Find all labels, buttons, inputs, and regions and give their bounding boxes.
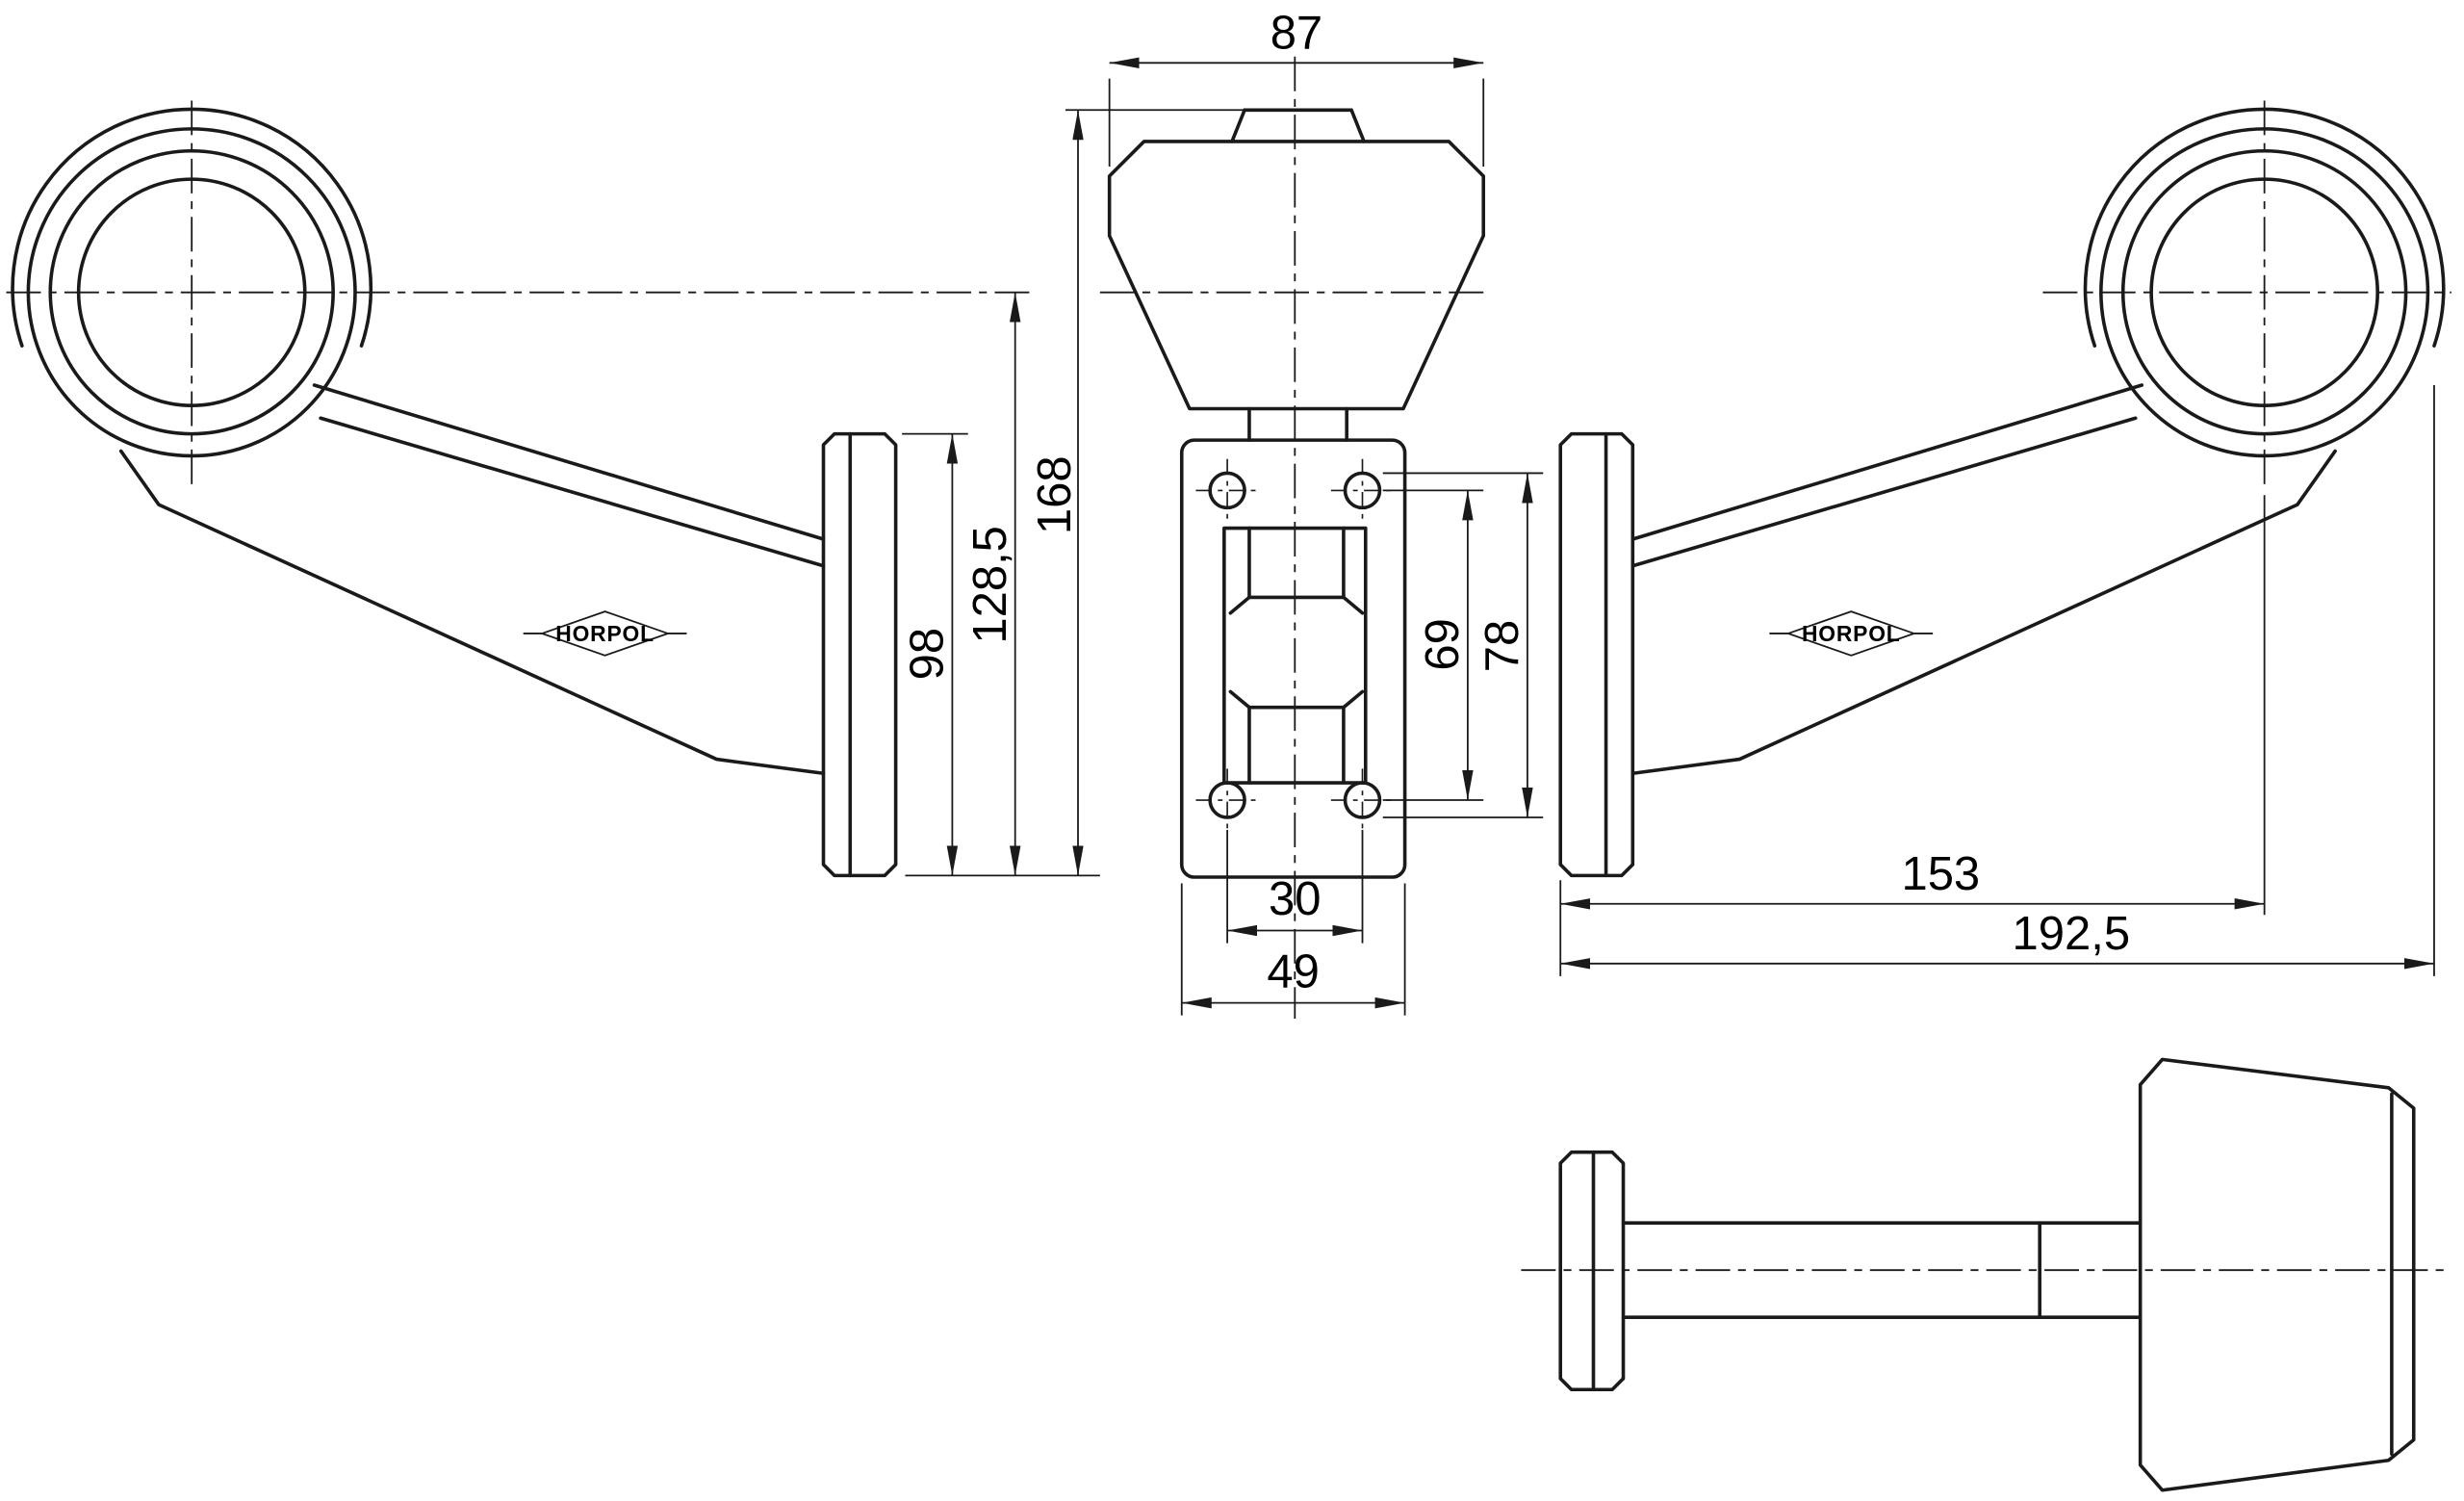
left-bracket-plate: [821, 431, 898, 878]
front-stem-channel: [1247, 526, 1346, 785]
left-housing-circle: [26, 127, 357, 458]
dim-128-5: 128,5: [964, 292, 1021, 876]
logo-diamond: [539, 610, 671, 657]
right-arm-inner-edge: [1630, 416, 2138, 568]
dim-192-5-label: 192,5: [2013, 908, 2131, 960]
side-arm-tube: [1621, 1221, 2143, 1319]
left-lens-outer-circle: [48, 148, 335, 436]
front-lamp-view: [1099, 56, 1490, 1019]
dim-192-5: 192,5: [1560, 384, 2435, 976]
dimensions: 87 168 128,5 98 69 78: [902, 8, 2435, 1016]
side-rubber-body: [2138, 1057, 2416, 1492]
dim-30-extension-lines: [1226, 830, 1364, 944]
dim-87-extension-lines: [1108, 78, 1485, 168]
front-rubber-body: [1107, 140, 1486, 411]
dim-78-extension-lines: [1382, 472, 1544, 818]
left-lens-inner-circle: [76, 177, 307, 408]
front-mounting-plate: [1179, 438, 1407, 879]
left-arm-top-edge: [312, 383, 826, 541]
right-lamp-view: HORPOL: [1558, 100, 2451, 878]
dim-168: 168: [905, 109, 1245, 877]
dim-153-label: 153: [1901, 848, 1980, 900]
dim-168-label: 168: [1029, 455, 1081, 534]
horpol-logo-right: HORPOL: [1769, 610, 1934, 657]
logo-text-right: HORPOL: [1802, 621, 1901, 646]
dim-49: 49: [1180, 883, 1406, 1016]
dim-98-label: 98: [902, 628, 954, 680]
front-cap: [1230, 108, 1366, 143]
front-plate-slot: [1222, 526, 1368, 785]
dim-49-extension-lines: [1180, 883, 1406, 1016]
dim-87-label: 87: [1270, 8, 1322, 60]
left-arm-bottom-edge: [118, 449, 826, 776]
logo-text-left: HORPOL: [555, 621, 654, 646]
right-housing-circle: [2099, 127, 2430, 458]
right-arm-bottom-edge: [1630, 449, 2337, 776]
side-lamp-view: [1521, 1057, 2446, 1492]
right-housing-shell: [2083, 107, 2446, 348]
dim-30: 30: [1226, 830, 1364, 944]
dim-30-label: 30: [1269, 873, 1321, 925]
dim-98: 98: [902, 432, 968, 876]
front-hex-section: [1228, 595, 1365, 710]
right-lens-outer-circle: [2120, 148, 2408, 436]
right-lens-inner-circle: [2149, 177, 2379, 408]
dim-87: 87: [1108, 8, 1485, 168]
dim-168-extension-lines: [905, 109, 1245, 877]
dim-49-label: 49: [1267, 945, 1319, 997]
dim-78: 78: [1382, 472, 1544, 818]
horpol-logo-left: HORPOL: [523, 610, 687, 657]
front-screw-holes: [1195, 458, 1395, 832]
dim-78-label: 78: [1476, 620, 1528, 672]
dim-69-label: 69: [1417, 618, 1469, 670]
side-flange: [1558, 1150, 1626, 1392]
left-lamp-view: HORPOL: [6, 100, 1035, 878]
right-bracket-plate: [1558, 431, 1635, 878]
left-arm-inner-edge: [319, 416, 826, 568]
right-arm-top-edge: [1630, 383, 2144, 541]
dim-69: 69: [1382, 489, 1484, 801]
front-stem: [1247, 406, 1348, 442]
left-housing-shell: [11, 107, 373, 348]
dim-128-5-label: 128,5: [964, 526, 1016, 644]
